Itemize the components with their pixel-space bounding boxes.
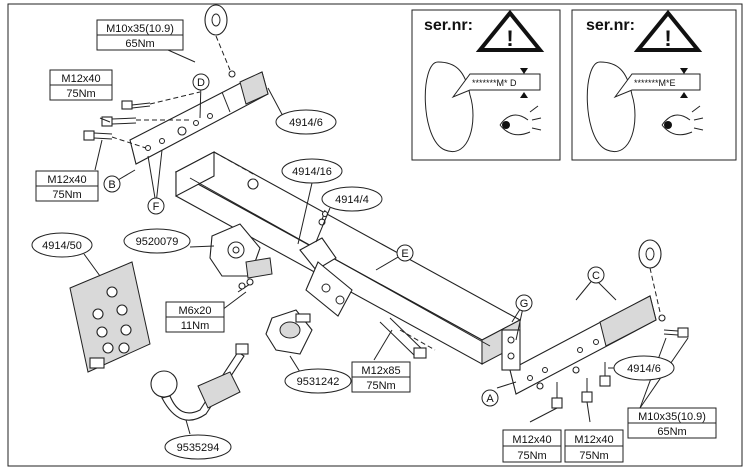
svg-text:M12x40: M12x40 (47, 174, 86, 186)
bolt-m10-top (121, 100, 151, 110)
serial-heading: ser.nr: (424, 17, 473, 34)
mounting-disc (638, 239, 662, 269)
serial-panel-left: ser.nr: ! *******M* D (411, 9, 561, 161)
spec-box-m12x85: M12x85 75Nm (351, 361, 411, 393)
svg-text:65Nm: 65Nm (125, 38, 154, 50)
serial-heading: ser.nr: (586, 17, 635, 34)
svg-text:11Nm: 11Nm (181, 320, 210, 332)
svg-text:9535294: 9535294 (177, 442, 220, 454)
spec-box-m10-right: M10x35(10.9) 65Nm (627, 407, 717, 439)
svg-text:M12x40: M12x40 (61, 73, 100, 85)
pointer-arrow-icon (680, 92, 688, 98)
part-label-4914-6-top: 4914/6 (275, 109, 337, 135)
nut (177, 126, 187, 136)
part-label-4914-50: 4914/50 (31, 232, 93, 258)
bolt-m12-upper (101, 116, 137, 127)
serial-code: *******M*E (634, 78, 676, 88)
svg-text:4914/6: 4914/6 (289, 117, 323, 129)
warning-triangle-icon: ! (475, 9, 545, 52)
svg-text:4914/4: 4914/4 (335, 194, 369, 206)
callout-e: E (396, 244, 414, 262)
svg-text:G: G (520, 298, 529, 310)
part-label-9535294: 9535294 (164, 434, 232, 460)
svg-text:E: E (401, 248, 408, 260)
callout-g: G (515, 294, 533, 312)
callout-f: F (147, 197, 165, 215)
spec-box-m12-bottom-a: M12x40 75Nm (502, 429, 562, 463)
spec-box-m12-lower: M12x40 75Nm (35, 170, 99, 202)
callout-d: D (192, 73, 210, 91)
spec-box-m6: M6x20 11Nm (165, 301, 225, 333)
pointer-arrow-icon (520, 92, 528, 98)
part-label-4914-4: 4914/4 (321, 186, 383, 212)
svg-text:M12x40: M12x40 (512, 434, 551, 446)
part-label-4914-16: 4914/16 (281, 158, 343, 184)
washer (228, 70, 236, 78)
nut (247, 178, 259, 190)
side-bracket-left (129, 71, 269, 165)
svg-text:C: C (592, 270, 600, 282)
bolt-m10-right (663, 327, 689, 338)
center-bracket (299, 218, 353, 317)
main-crossbar (174, 151, 522, 365)
tow-ball-neck (150, 343, 249, 421)
svg-text:M10x35(10.9): M10x35(10.9) (106, 23, 174, 35)
eye-icon (499, 105, 542, 136)
spec-box-m10-top: M10x35(10.9) 65Nm (96, 19, 184, 51)
svg-text:M12x85: M12x85 (361, 365, 400, 377)
callout-c: C (587, 266, 605, 284)
spec-box-m12-upper: M12x40 75Nm (49, 69, 113, 101)
svg-text:9520079: 9520079 (136, 236, 179, 248)
svg-text:B: B (108, 179, 115, 191)
warning-triangle-icon: ! (633, 9, 703, 52)
bolts-m12x85 (379, 317, 436, 359)
svg-text:4914/50: 4914/50 (42, 240, 82, 252)
svg-text:D: D (197, 77, 205, 89)
socket-bracket (209, 223, 273, 279)
drawing-frame (7, 3, 743, 467)
electrical-socket (265, 309, 313, 355)
svg-text:!: ! (506, 26, 513, 51)
label-plate-outline (424, 61, 474, 153)
svg-text:75Nm: 75Nm (517, 450, 546, 462)
svg-text:F: F (153, 201, 160, 213)
spec-box-m12-bottom-b: M12x40 75Nm (564, 429, 624, 463)
svg-text:4914/6: 4914/6 (627, 363, 661, 375)
side-bracket-right (501, 295, 657, 395)
svg-text:A: A (486, 393, 494, 405)
svg-text:M6x20: M6x20 (178, 305, 211, 317)
mounting-disc (204, 4, 228, 36)
svg-text:9531242: 9531242 (297, 376, 340, 388)
svg-text:75Nm: 75Nm (52, 189, 81, 201)
part-label-4914-6-right: 4914/6 (613, 355, 675, 381)
spacer-plate (69, 261, 151, 373)
serial-panel-right: ser.nr: ! *******M*E (571, 9, 737, 161)
serial-tag (451, 73, 541, 99)
bolt-m12-lower (83, 130, 113, 141)
part-label-9520079: 9520079 (123, 228, 191, 254)
label-plate-outline (586, 61, 636, 153)
serial-tag (613, 73, 701, 99)
bolts-bottom (536, 362, 611, 409)
svg-text:!: ! (664, 26, 671, 51)
svg-text:4914/16: 4914/16 (292, 166, 332, 178)
svg-text:M12x40: M12x40 (574, 434, 613, 446)
svg-text:M10x35(10.9): M10x35(10.9) (638, 411, 706, 423)
svg-text:75Nm: 75Nm (366, 380, 395, 392)
eye-icon (661, 105, 704, 136)
svg-text:75Nm: 75Nm (579, 450, 608, 462)
part-label-9531242: 9531242 (284, 368, 352, 394)
svg-text:75Nm: 75Nm (66, 88, 95, 100)
pointer-arrow-icon (520, 68, 528, 74)
pointer-arrow-icon (680, 68, 688, 74)
callout-b: B (103, 175, 121, 193)
svg-text:65Nm: 65Nm (657, 426, 686, 438)
callout-a: A (481, 389, 499, 407)
serial-code: *******M* D (472, 78, 517, 88)
